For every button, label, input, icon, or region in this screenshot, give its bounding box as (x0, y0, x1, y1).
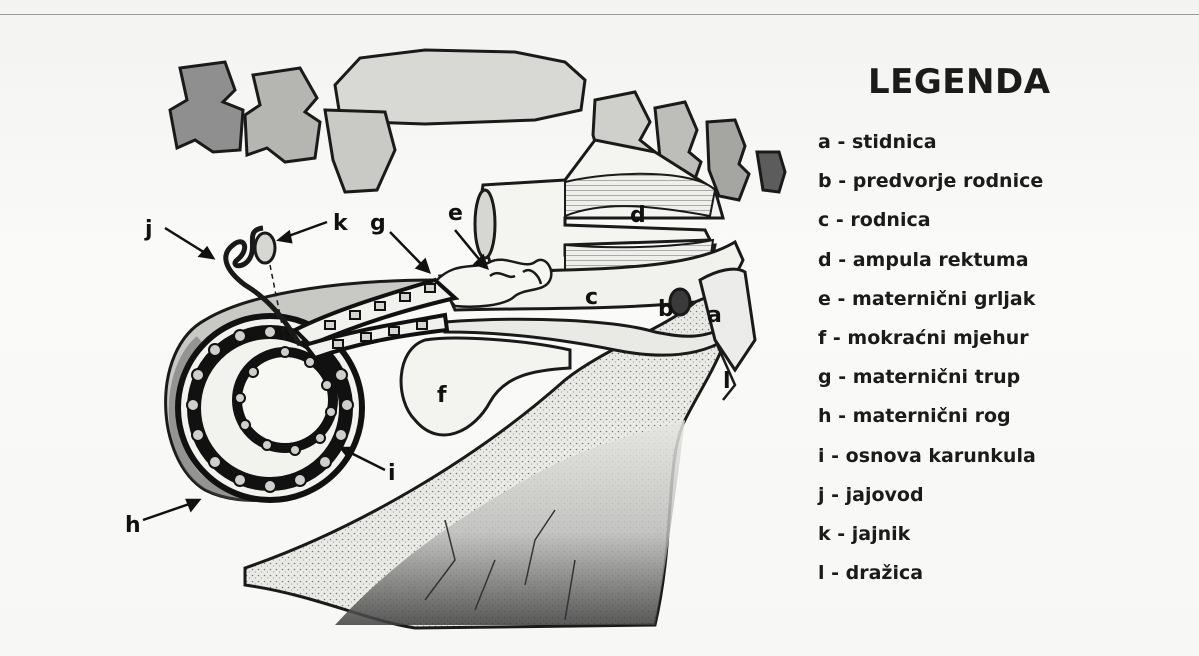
legend-text: maternični grljak (852, 288, 1035, 310)
legend-key: k (818, 523, 831, 545)
legend-text: maternični trup (853, 366, 1021, 388)
legend-item-i: i - osnova karunkula (818, 446, 1178, 485)
label-b: b (658, 297, 674, 322)
legend-separator: - (831, 288, 852, 310)
legend-text: mokraćni mjehur (847, 327, 1028, 349)
label-c: c (585, 285, 598, 310)
legend-item-e: e - maternični grljak (818, 289, 1178, 328)
legend-item-c: c - rodnica (818, 210, 1178, 249)
label-d: d (630, 203, 646, 228)
legend-text: stidnica (852, 131, 937, 153)
legend-separator: - (826, 327, 847, 349)
legend-key: a (818, 131, 831, 153)
legend: LEGENDA a - stidnica b - predvorje rodni… (818, 62, 1178, 602)
legend-text: jajnik (852, 523, 911, 545)
label-j: j (144, 217, 153, 242)
legend-text: ampula rektuma (853, 249, 1029, 271)
label-f: f (437, 383, 447, 408)
legend-item-j: j - jajovod (818, 485, 1178, 524)
legend-item-k: k - jajnik (818, 524, 1178, 563)
label-k: k (333, 211, 349, 236)
legend-text: predvorje rodnice (853, 170, 1044, 192)
legend-separator: - (825, 562, 846, 584)
legend-key: g (818, 366, 832, 388)
legend-text: dražica (846, 562, 923, 584)
label-a: a (707, 303, 722, 328)
legend-key: d (818, 249, 832, 271)
legend-key: h (818, 405, 832, 427)
label-h: h (125, 513, 141, 538)
legend-separator: - (829, 209, 850, 231)
legend-text: osnova karunkula (846, 445, 1036, 467)
legend-item-f: f - mokraćni mjehur (818, 328, 1178, 367)
label-l: l (723, 369, 731, 394)
legend-separator: - (832, 405, 853, 427)
legend-separator: - (825, 445, 846, 467)
legend-key: e (818, 288, 831, 310)
legend-item-d: d - ampula rektuma (818, 250, 1178, 289)
legend-item-h: h - maternični rog (818, 406, 1178, 445)
legend-text: jajovod (846, 484, 924, 506)
label-g: g (370, 211, 386, 236)
legend-separator: - (832, 170, 853, 192)
legend-separator: - (832, 366, 853, 388)
legend-item-b: b - predvorje rodnice (818, 171, 1178, 210)
legend-title: LEGENDA (868, 62, 1178, 102)
label-e: e (448, 201, 463, 226)
legend-key: b (818, 170, 832, 192)
legend-separator: - (825, 484, 846, 506)
legend-separator: - (832, 249, 853, 271)
legend-item-a: a - stidnica (818, 132, 1178, 171)
label-i: i (388, 461, 396, 486)
legend-text: maternični rog (853, 405, 1011, 427)
legend-item-g: g - maternični trup (818, 367, 1178, 406)
legend-text: rodnica (850, 209, 930, 231)
legend-separator: - (831, 523, 852, 545)
anatomy-diagram: j k g e d c b a f l i h (95, 40, 815, 640)
top-divider (0, 14, 1199, 15)
legend-list: a - stidnica b - predvorje rodnice c - r… (818, 132, 1178, 602)
legend-key: c (818, 209, 829, 231)
legend-item-l: l - dražica (818, 563, 1178, 602)
legend-separator: - (831, 131, 852, 153)
